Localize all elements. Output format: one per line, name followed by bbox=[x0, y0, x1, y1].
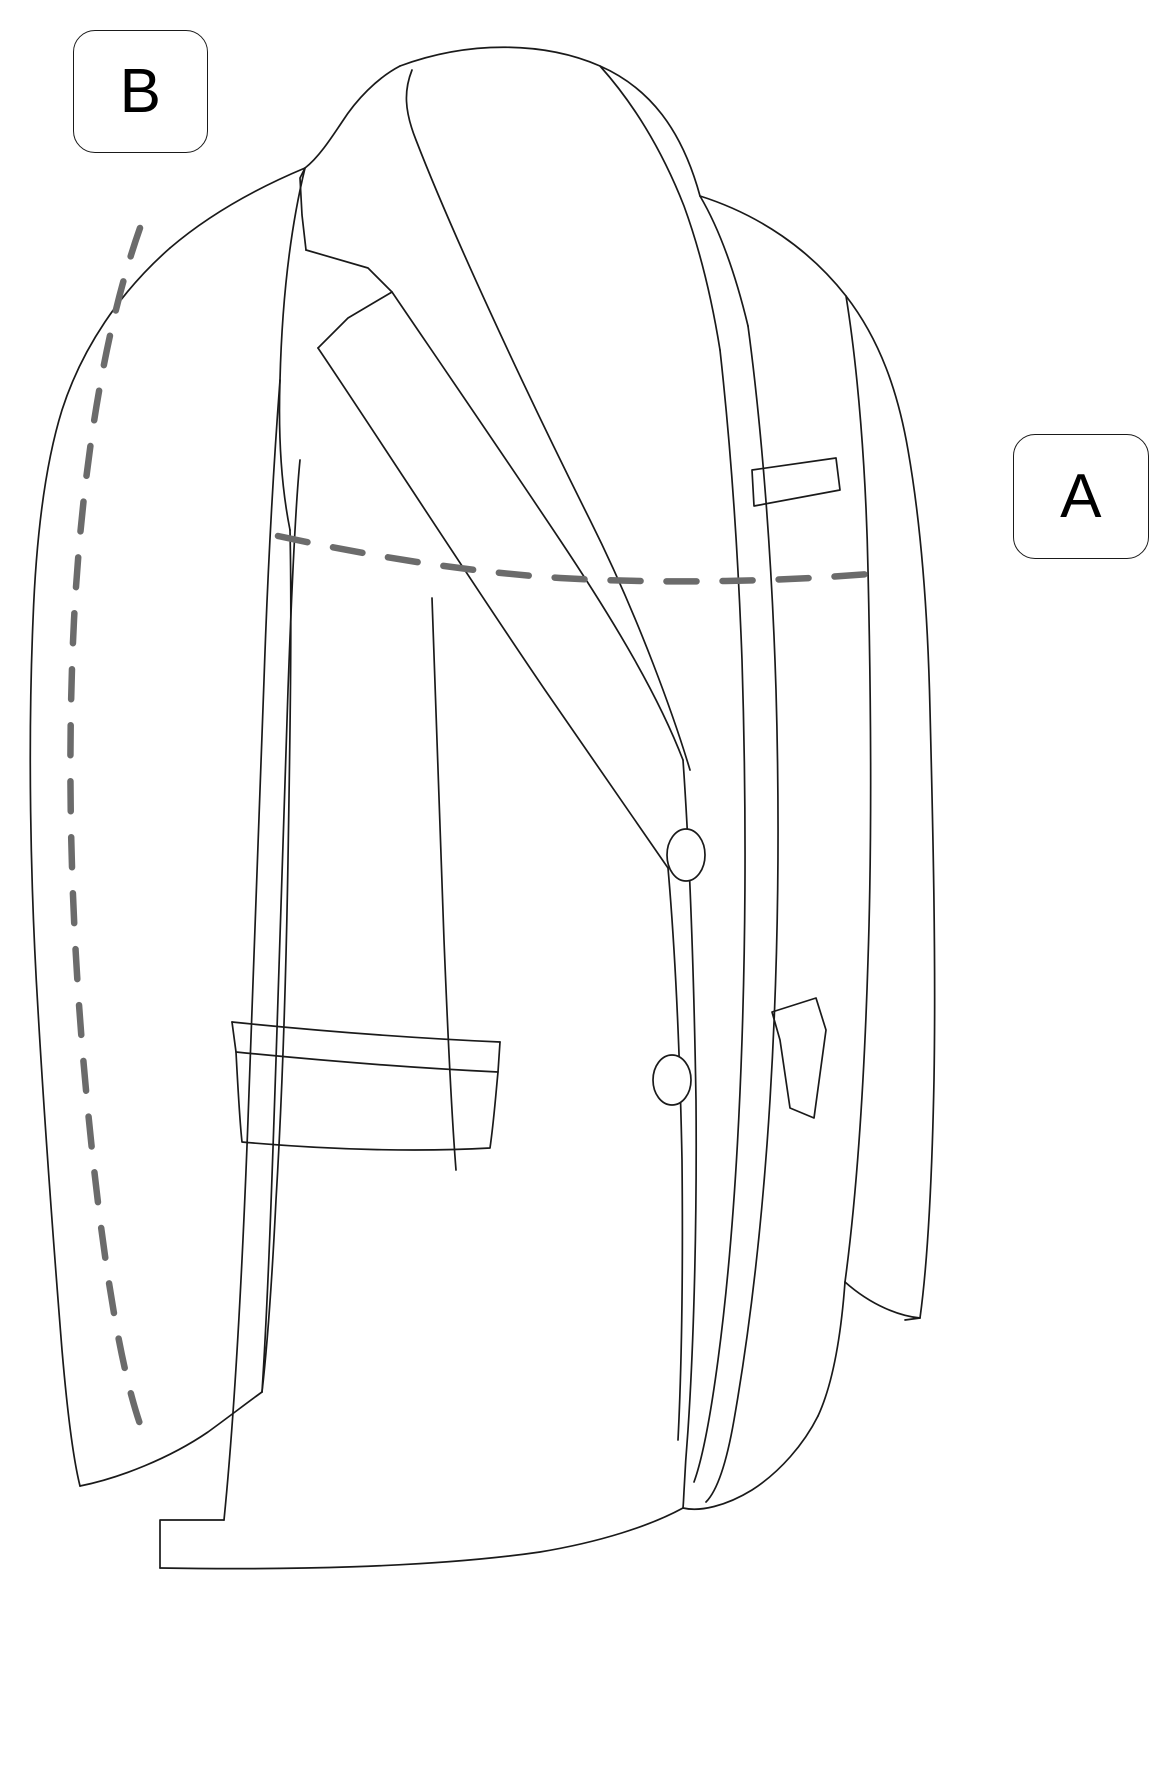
sleeve-cuff-line bbox=[79, 1391, 263, 1487]
flap-pocket-outline bbox=[231, 1021, 501, 1073]
front-opening-inner bbox=[667, 867, 684, 1441]
lapel-notch-lower bbox=[317, 291, 393, 349]
lapel-notch-upper bbox=[305, 249, 393, 293]
collar-back-seam bbox=[599, 65, 721, 351]
sleeve-inner-edge bbox=[261, 459, 301, 1393]
front-side-seam bbox=[261, 529, 292, 1393]
front-shoulder-line bbox=[169, 167, 306, 249]
side-panel-outer bbox=[705, 325, 779, 1503]
button-top bbox=[666, 828, 706, 882]
side-panel-seam bbox=[693, 349, 746, 1483]
front-dart bbox=[431, 597, 457, 1171]
sleeve-outer-edge bbox=[29, 247, 171, 1487]
button-bottom bbox=[652, 1054, 692, 1106]
flap-pocket-body bbox=[235, 1051, 499, 1151]
front-hem-bottom bbox=[159, 1507, 684, 1570]
collar-inner-fold bbox=[405, 69, 691, 771]
back-side-seam bbox=[844, 295, 872, 1283]
back-hem-edge bbox=[844, 1281, 921, 1319]
sleeve-dashed-line bbox=[67, 224, 144, 1428]
callout-label-b[interactable]: B bbox=[73, 30, 208, 153]
collar-stand-left bbox=[299, 167, 307, 251]
shoulder-top-line bbox=[399, 46, 701, 197]
lapel-roll-edge bbox=[317, 347, 669, 869]
callout-label-a[interactable]: A bbox=[1013, 434, 1149, 559]
side-welt-pocket bbox=[771, 997, 827, 1119]
back-panel-outline bbox=[699, 195, 936, 1321]
front-body-left-edge bbox=[223, 379, 281, 1521]
front-hem-left bbox=[159, 1519, 225, 1569]
side-hem-curve bbox=[682, 1415, 819, 1511]
flap-pocket-welt bbox=[231, 1021, 501, 1043]
chest-welt-pocket bbox=[751, 457, 841, 507]
neck-back-line bbox=[699, 195, 749, 327]
front-closure-edge bbox=[682, 759, 698, 1509]
armhole-seam bbox=[278, 167, 306, 531]
callout-b-text: B bbox=[119, 57, 162, 126]
chest-dashed-line bbox=[274, 532, 894, 585]
collar-outer-edge bbox=[304, 65, 401, 169]
lapel-front-edge bbox=[391, 291, 684, 761]
callout-a-text: A bbox=[1060, 462, 1102, 531]
under-panel-edge bbox=[817, 1281, 846, 1417]
